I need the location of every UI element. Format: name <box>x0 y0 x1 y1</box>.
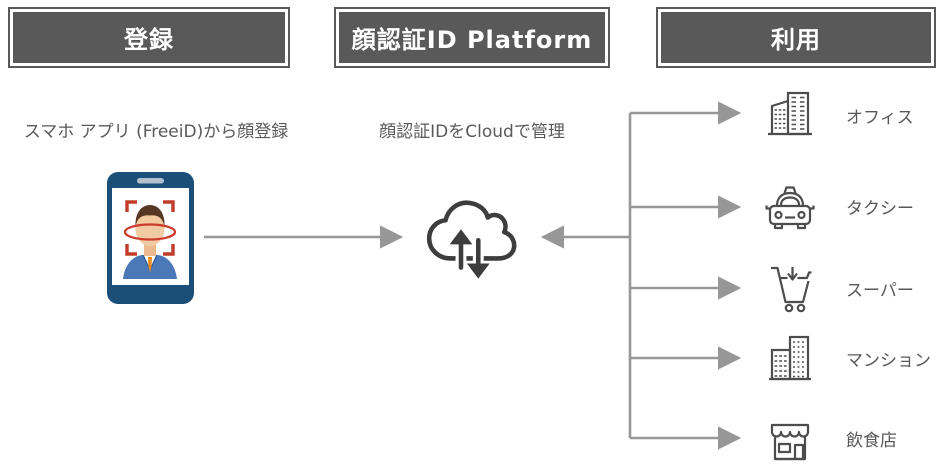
header-usage: 利用 <box>656 7 936 68</box>
usage-label-restaurant: 飲食店 <box>846 430 897 451</box>
usage-label-office: オフィス <box>846 107 914 128</box>
usage-row-supermarket: スーパー <box>764 262 914 314</box>
usage-row-restaurant: 飲食店 <box>764 412 897 464</box>
platform-caption: 顔認証IDをCloudで管理 <box>379 122 565 142</box>
cloud-sync-icon <box>426 200 517 279</box>
header-platform-label: 顔認証ID Platform <box>351 26 593 54</box>
usage-row-taxi: タクシー <box>764 180 914 232</box>
storefront-icon <box>770 423 810 461</box>
apartment-building-icon <box>769 335 811 381</box>
header-registration: 登録 <box>8 7 290 68</box>
usage-label-apartment: マンション <box>846 350 931 371</box>
header-usage-label: 利用 <box>771 26 821 54</box>
office-building-icon <box>768 91 812 136</box>
taxi-icon <box>765 186 815 230</box>
usage-label-taxi: タクシー <box>846 198 914 219</box>
usage-label-supermarket: スーパー <box>846 280 914 301</box>
smartphone-face-scan-icon <box>107 172 194 304</box>
header-platform: 顔認証ID Platform <box>334 7 610 68</box>
registration-caption: スマホ アプリ (FreeiD)から顔登録 <box>23 122 289 142</box>
shopping-cart-icon <box>771 266 812 313</box>
usage-row-office: オフィス <box>764 89 914 141</box>
header-registration-label: 登録 <box>124 26 174 54</box>
usage-row-apartment: マンション <box>764 332 931 384</box>
